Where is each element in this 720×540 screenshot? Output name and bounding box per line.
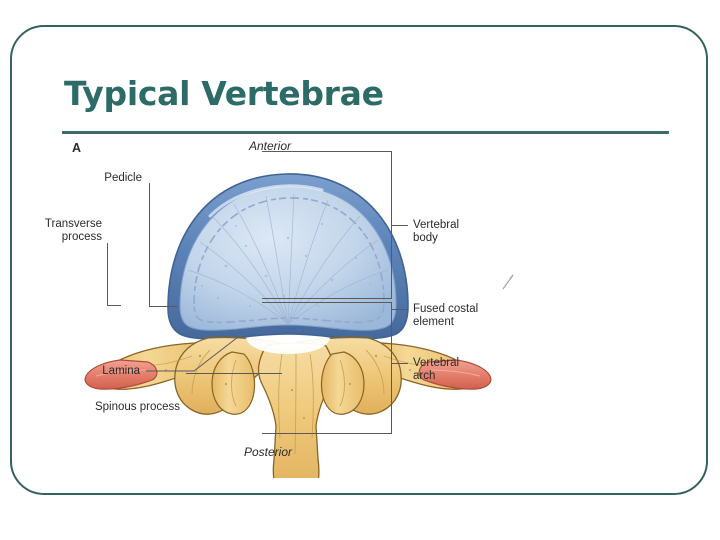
vertebra-illustration — [84, 173, 492, 478]
panel-letter-a: A — [72, 141, 82, 155]
label-vertebral-arch: Vertebral arch — [413, 357, 460, 382]
leader-transverse-process-vertical — [107, 243, 108, 305]
vertebral-arch-shape — [84, 336, 492, 478]
vertebra-figure: A Anterior Posterior Pedicle Transverse … — [45, 138, 660, 478]
label-pedicle: Pedicle — [104, 172, 142, 184]
leader-vertebral-arch — [392, 363, 408, 364]
leader-fused-costal-element — [392, 309, 408, 310]
label-spinous-process: Spinous process — [94, 401, 180, 413]
label-transverse-process: Transverse process — [44, 218, 102, 243]
label-lamina: Lamina — [102, 365, 140, 377]
label-vertebral-body: Vertebral body — [413, 219, 460, 244]
title-block: Typical Vertebrae — [64, 74, 674, 113]
label-posterior: Posterior — [243, 445, 293, 459]
label-anterior: Anterior — [248, 139, 292, 153]
leader-pedicle-vertical — [149, 183, 150, 306]
leader-anterior-top — [262, 151, 392, 152]
leader-lamina — [146, 336, 239, 372]
title-underline-rule — [62, 131, 669, 134]
vertebral-body-shape — [167, 173, 409, 340]
leader-vertebral-body — [392, 225, 408, 226]
page-title: Typical Vertebrae — [64, 74, 384, 113]
leader-spinous-process — [186, 373, 282, 374]
bracket-vertebral-body — [262, 151, 392, 299]
leader-pedicle-horizontal — [149, 306, 177, 307]
label-fused-costal-element: Fused costal element — [413, 303, 479, 328]
leader-transverse-process-horizontal — [107, 305, 121, 306]
stray-mark — [502, 274, 514, 290]
leader-posterior-bottom — [262, 433, 392, 434]
